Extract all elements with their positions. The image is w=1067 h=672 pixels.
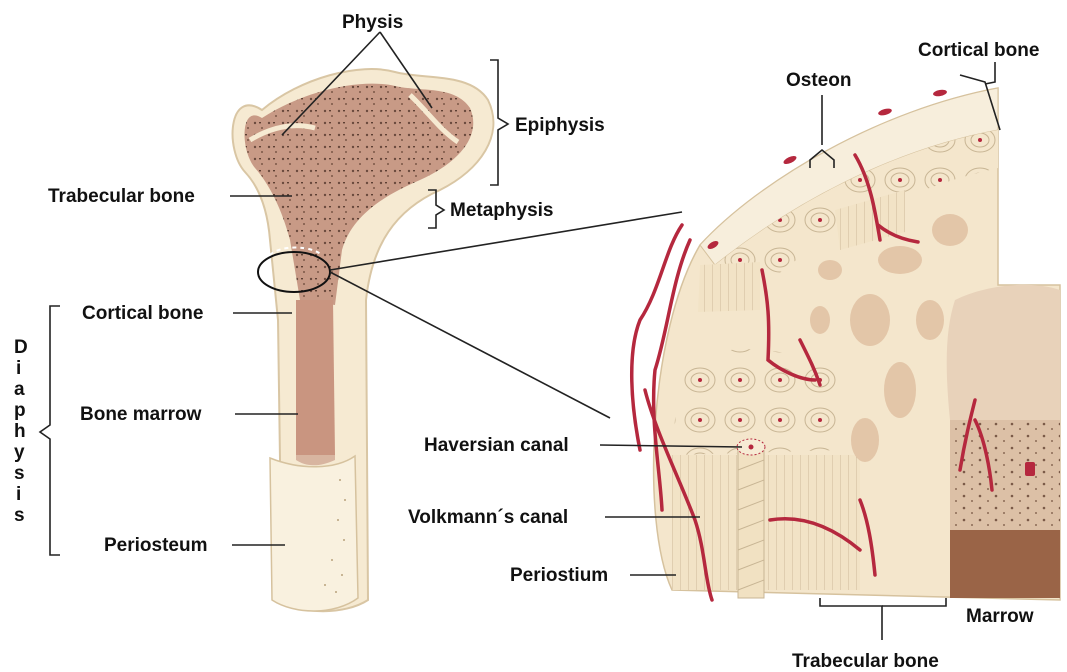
haversian-canal-column [738,450,764,598]
label-osteon: Osteon [786,70,851,91]
label-diaphysis-letter: i [16,484,21,505]
label-volkmanns-canal: Volkmann´s canal [408,507,568,528]
label-bone-marrow: Bone marrow [80,404,202,425]
label-diaphysis: D i a p h y s i s [14,337,28,526]
label-diaphysis-letter: s [14,463,25,484]
haversian-canal-center [749,445,754,450]
label-cortical-bone-left: Cortical bone [82,303,203,324]
lamellae-cut-face [698,262,760,312]
label-physis: Physis [342,12,403,33]
label-diaphysis-letter: D [14,337,28,358]
label-diaphysis-letter: h [14,421,26,442]
marrow-dark-base [950,530,1060,598]
lower-lamellae [672,455,860,590]
label-cortical-bone-right: Cortical bone [918,40,1039,61]
label-haversian-canal: Haversian canal [424,435,569,456]
label-diaphysis-letter: y [14,442,25,463]
periosteum-sleeve [270,456,358,611]
label-epiphysis: Epiphysis [515,115,605,136]
lower-osteon-cluster [674,349,840,455]
label-diaphysis-letter: i [16,358,21,379]
marrow-cavity [296,300,335,455]
zoom-connector-lower [330,272,610,418]
label-metaphysis: Metaphysis [450,200,553,221]
bone-tissue-block [632,88,1060,600]
label-trabecular-bone-left: Trabecular bone [48,186,195,207]
label-diaphysis-letter: s [14,505,25,526]
label-marrow: Marrow [966,606,1034,627]
long-bone-illustration [233,69,682,611]
label-periosteum: Periosteum [104,535,207,556]
label-trabecular-bone-right: Trabecular bone [792,651,939,672]
label-diaphysis-letter: p [14,400,26,421]
label-diaphysis-letter: a [14,379,25,400]
label-periostium: Periostium [510,565,608,586]
